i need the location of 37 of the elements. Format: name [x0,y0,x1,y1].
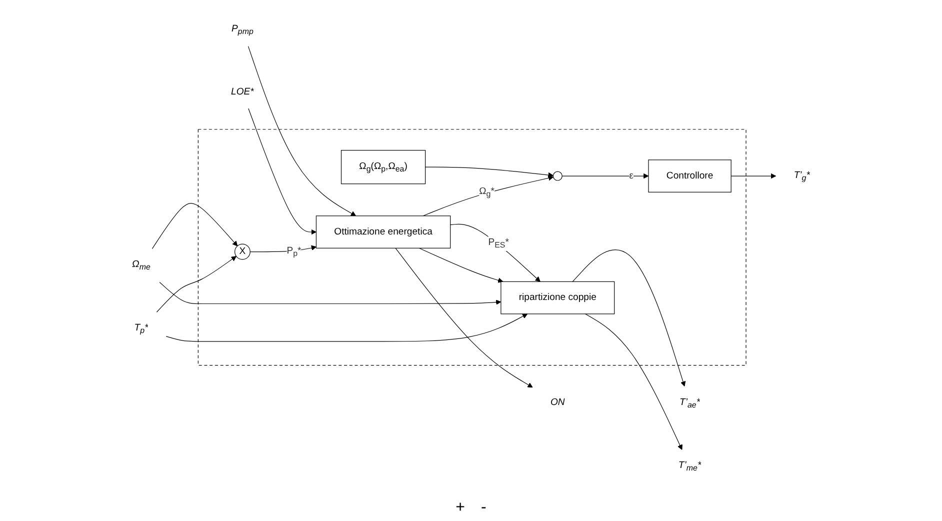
arrow [152,202,238,248]
node-box: Controllore [648,159,732,192]
edge-label: Ω$_{g}$* [479,186,494,198]
arrow [418,247,504,282]
node-circle [552,170,562,180]
edge-label: P$_{p}$* [286,245,302,258]
node-text: ON [550,396,565,407]
arrow [584,313,682,450]
arrow [166,313,528,342]
node-text: LOE* [231,86,254,97]
arrow [395,247,533,388]
arrow [159,281,502,304]
node-box: Ω$_{g}$(Ω$_{p}$,Ω$_{ea}$) [340,149,426,184]
node-box: ripartizione coppie [500,280,615,314]
node-circle: X [234,243,250,260]
arrow [572,249,686,386]
arrow [730,172,776,178]
cluster [198,128,746,366]
arrow [422,175,554,216]
junction-sign: - [481,499,486,517]
node-text: T$_{p}$* [134,322,148,334]
arrow [425,166,554,178]
arrow [248,108,316,234]
node-text: T’$_{g}$* [794,170,810,182]
edge-label: P$_{ES}$* [488,236,509,249]
node-text: T’$_{me}$* [678,460,702,472]
node-text: T’$_{ae}$* [680,396,700,409]
edge-label: ε [629,170,634,180]
arrow [156,256,236,312]
arrow [250,244,316,252]
arrow [450,223,540,282]
node-text: P$_{pmp}$ [232,23,254,36]
junction-sign: + [456,499,465,517]
arrow [562,172,649,178]
arrow [248,46,356,216]
node-box: Ottimazione energetica [316,215,451,248]
node-text: Ω$_{me}$ [132,258,150,271]
